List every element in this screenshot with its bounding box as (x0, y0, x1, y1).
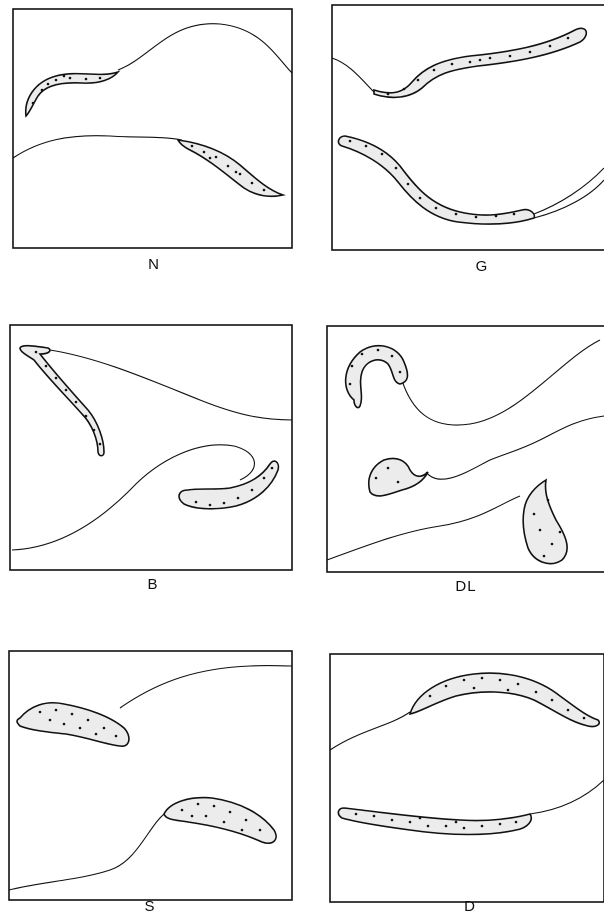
worm-dl-middle (369, 458, 428, 495)
panel-g-drawing (332, 5, 604, 250)
worm-s-top (17, 703, 129, 746)
panel-s-drawing (9, 651, 292, 900)
panel-label-n: N (114, 256, 194, 273)
worm-s-bottom (164, 798, 276, 844)
worm-d-top (410, 673, 599, 726)
worm-d-bottom (338, 808, 531, 835)
panel-n-drawing (13, 9, 292, 248)
panel-label-b: B (113, 576, 193, 593)
panel-dl-drawing (327, 326, 604, 572)
worm-b-dots (35, 351, 274, 507)
panel-label-g: G (442, 258, 522, 275)
worm-n-bottom (178, 140, 283, 196)
panel-label-dl: DL (426, 578, 506, 595)
panel-label-d: D (430, 898, 510, 915)
panel-b-drawing (10, 325, 292, 570)
worm-n-top (26, 72, 118, 116)
panel-label-s: S (110, 898, 190, 915)
worm-b-bottom (179, 461, 278, 509)
worm-b-top (20, 346, 104, 456)
worm-g-bottom (338, 136, 534, 224)
panel-d-drawing (330, 654, 604, 902)
worm-dl-top (346, 346, 408, 408)
worm-dl-bottom (523, 480, 567, 564)
worm-g-top (374, 28, 586, 97)
